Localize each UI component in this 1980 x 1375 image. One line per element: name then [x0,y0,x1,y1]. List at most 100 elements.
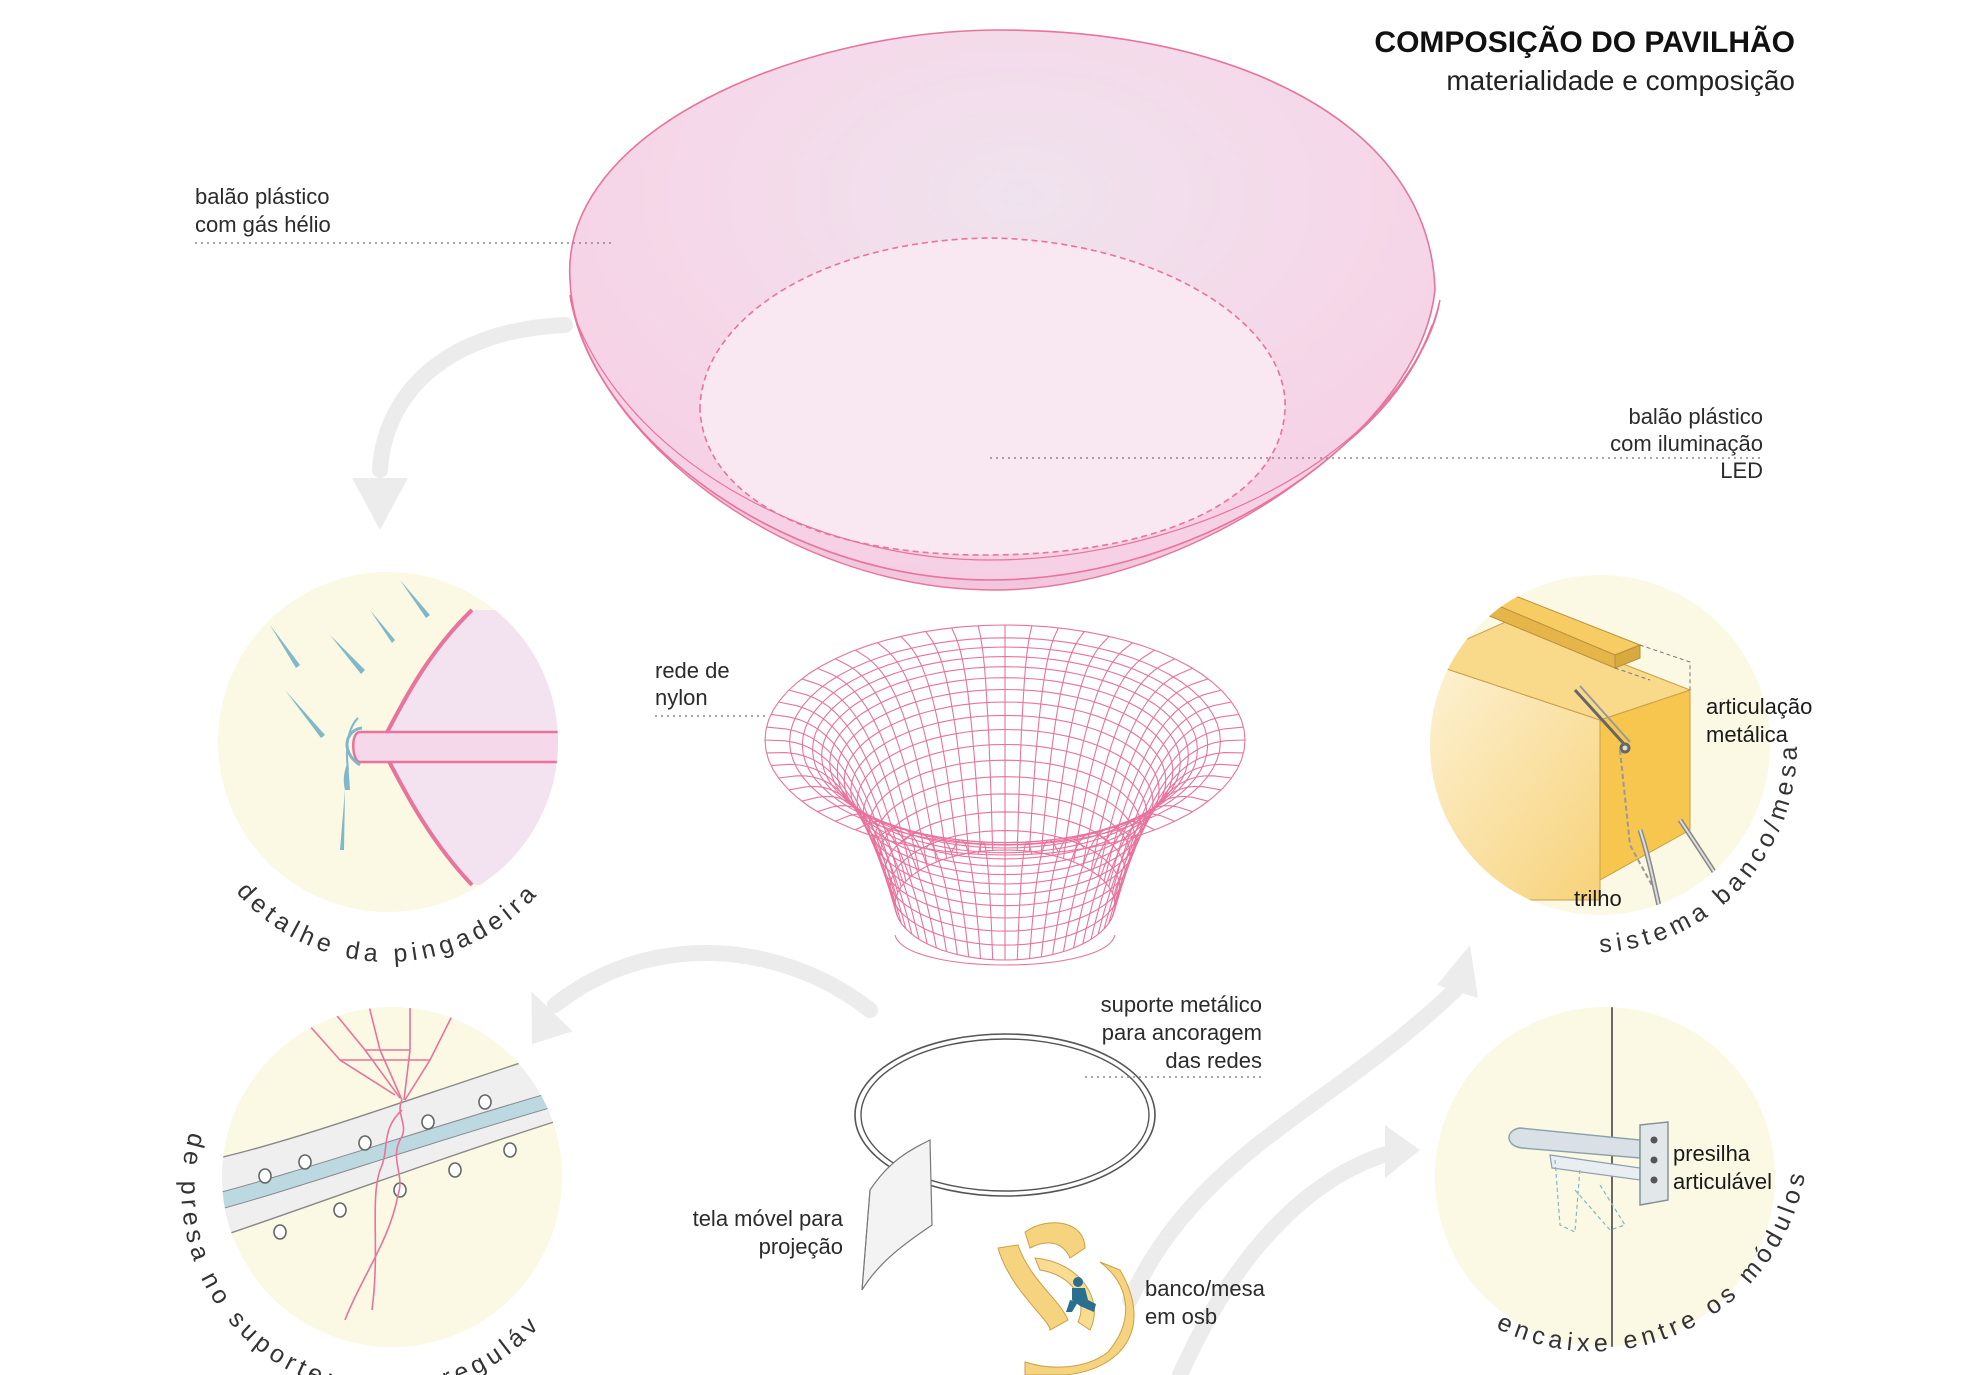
net-meridian [977,841,994,960]
projection-screen [861,1139,933,1291]
net-meridian [1073,820,1155,949]
support-holes [258,1094,517,1240]
label-led-line1: balão plástico [1628,404,1763,429]
label-hinge-line2: metálica [1706,722,1789,747]
arrow-net-to-rope [547,945,878,1018]
net-meridian [977,625,994,851]
net-meridian [817,805,920,940]
flow-arrows [372,317,1463,1375]
nylon-net [764,624,1246,966]
net-bottom-lip [894,934,1116,966]
label-metal-support: suporte metálico para ancoragem das rede… [1085,992,1262,1078]
helium-balloon [569,29,1441,591]
label-support-line3: das redes [1165,1048,1262,1073]
seated-person [1066,1277,1096,1312]
net-meridian [788,689,907,882]
metal-support-ring [854,1033,1156,1197]
net-meridian [1082,658,1175,867]
arrowhead-drip [352,478,408,530]
label-rail: trilho [1574,886,1622,911]
net-meridian [925,631,970,854]
label-screen-line1: tela móvel para [693,1206,844,1231]
net-meridian [1108,701,1232,887]
metal-hinge [1573,685,1631,754]
net-meridian [1052,636,1110,856]
arrow-balloon-to-drip [372,317,573,478]
net-meridian [1028,627,1059,852]
label-bench-line2: em osb [1145,1304,1217,1329]
arrow-lower-to-modules [1172,1142,1408,1375]
label-support-line1: suporte metálico [1101,992,1262,1017]
label-support-line2: para ancoragem [1102,1020,1262,1045]
label-net-line2: nylon [655,685,708,710]
label-bench: banco/mesa em osb [1145,1276,1266,1329]
led-balloon-inner [699,237,1286,556]
label-clip-line1: presilha [1673,1141,1751,1166]
net-meridian [900,832,958,955]
net-meridian [801,678,913,876]
detail-drip: detalhe da pingadeira [218,572,558,968]
net-meridian [1062,642,1134,859]
net-meridian [788,785,907,930]
detail-modules: presilha articulável encaixe entre os mó… [1435,1007,1807,1358]
arrowhead-system [1437,945,1478,998]
label-helium-line2: com gás hélio [195,212,331,237]
net-meridian [766,752,897,912]
articulating-clip [1508,1121,1669,1233]
net-meridian [1016,625,1033,851]
label-screen-line2: projeção [759,1234,843,1259]
net-meridian [855,649,937,863]
detail-modules-bg [1435,1007,1775,1347]
net-meridian [1097,678,1209,876]
label-led-line3: LED [1720,458,1763,483]
net-meridian [1016,841,1033,960]
page-subtitle: materialidade e composição [1446,65,1795,96]
net-meridian [1090,805,1193,940]
balloon-rim-edge [577,324,1433,561]
label-led-line2: com iluminação [1610,431,1763,456]
net-meridian [1103,785,1222,930]
net-meridian [764,739,896,906]
arrowhead-modules [1385,1125,1420,1178]
net-meridian [900,636,958,856]
net-meridian [835,658,928,867]
net-meridian [1073,649,1155,863]
net-meridian [1082,813,1175,945]
net-meridian [951,839,982,959]
bench-osb [997,1222,1135,1375]
page-title: COMPOSIÇÃO DO PAVILHÃO [1374,25,1795,59]
net-meridian [1113,726,1244,899]
arrow-heads [352,478,1478,1178]
label-helium-balloon: balão plástico com gás hélio [195,184,612,244]
arrow-bench-to-system [1122,982,1463,1308]
raindrops [270,580,430,850]
net-meridian [876,642,948,859]
label-projection-screen: tela móvel para projeção [693,1206,844,1259]
net-meridian [766,726,897,899]
net-meridian [855,820,937,949]
net-meridian [817,667,920,871]
label-helium-line1: balão plástico [195,184,330,209]
net-meridian [951,627,982,852]
net-meridian [1040,631,1085,854]
detail-bench-system: articulação metálica trilho sistema banc… [1430,575,1812,958]
label-bench-line1: banco/mesa [1145,1276,1266,1301]
rope-net [299,1007,456,1321]
net-meridian [1108,775,1232,924]
label-clip-line2: articulável [1673,1169,1772,1194]
net-meridian [1103,689,1222,882]
net-meridian [778,701,902,887]
net-meridian [925,836,970,957]
net-meridian [1028,839,1059,959]
label-net-line1: rede de [655,658,730,683]
net-meridian [1111,713,1240,893]
net-meridian [770,713,899,893]
label-led-balloon: balão plástico com iluminação LED [990,404,1763,483]
net-meridian [1052,832,1110,955]
label-nylon-net: rede de nylon [655,658,765,717]
label-hinge-line1: articulação [1706,694,1812,719]
net-meridian [1040,836,1085,957]
net-meridian [1090,667,1193,871]
arrowhead-rope [531,991,573,1045]
